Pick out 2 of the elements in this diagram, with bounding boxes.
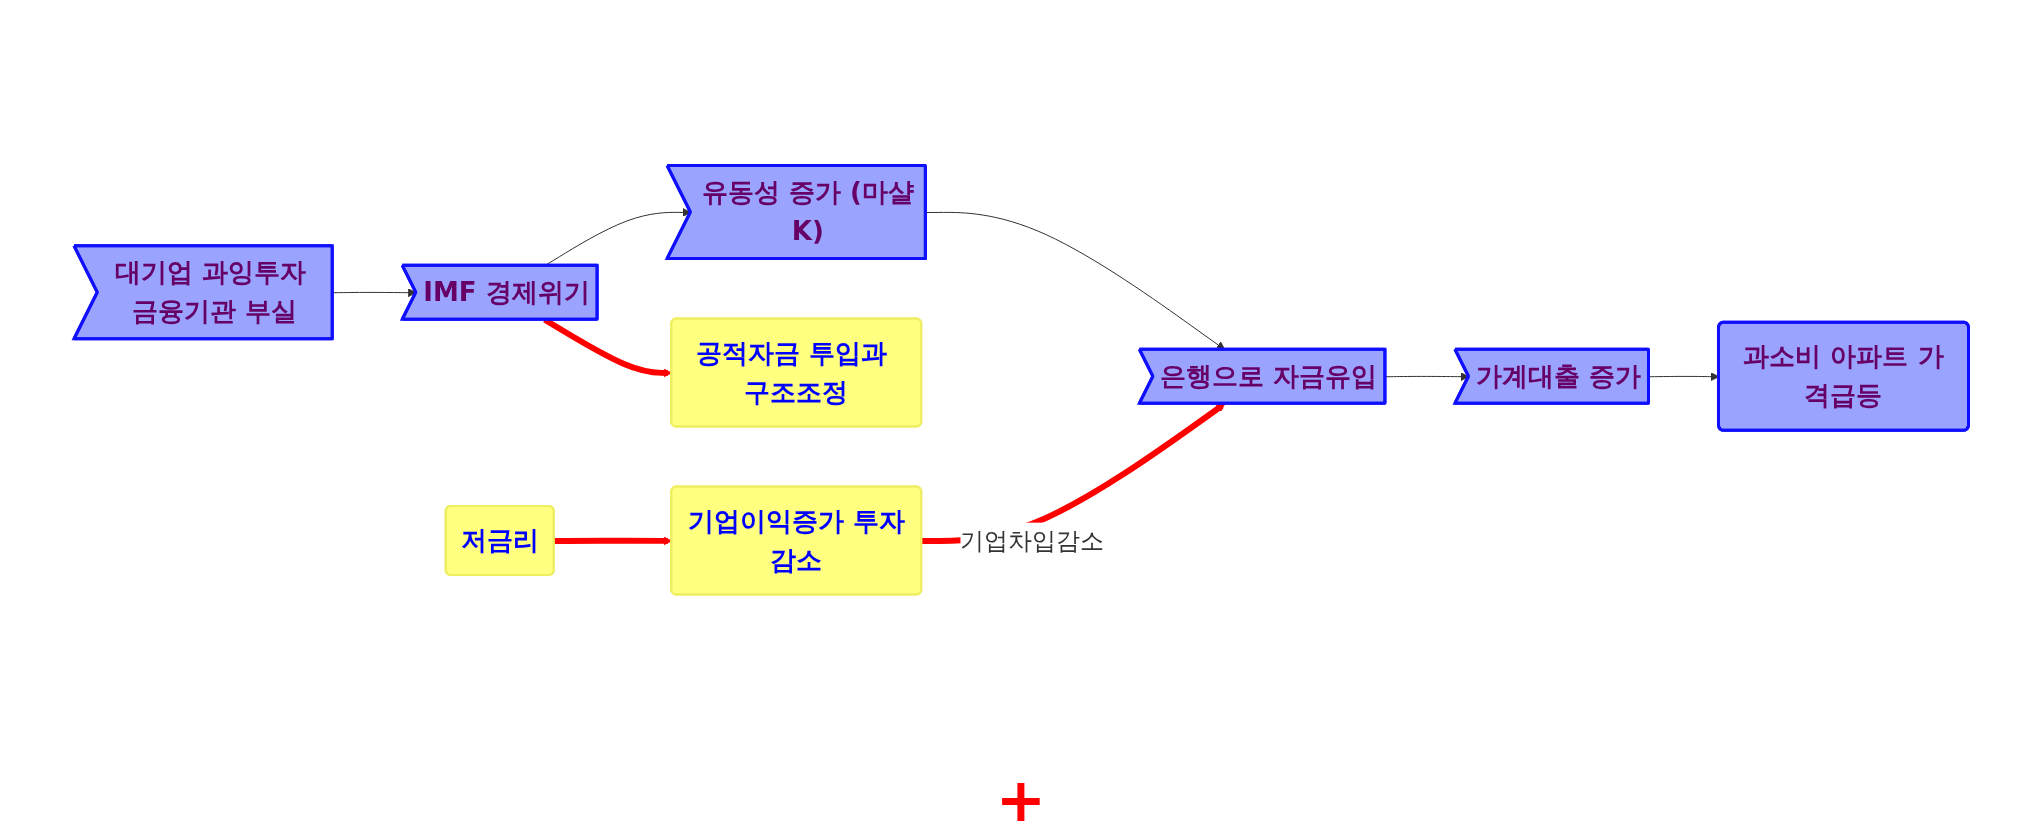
plus-sign: + [995,765,1047,835]
edge-label: 기업차입감소 [960,526,1105,555]
